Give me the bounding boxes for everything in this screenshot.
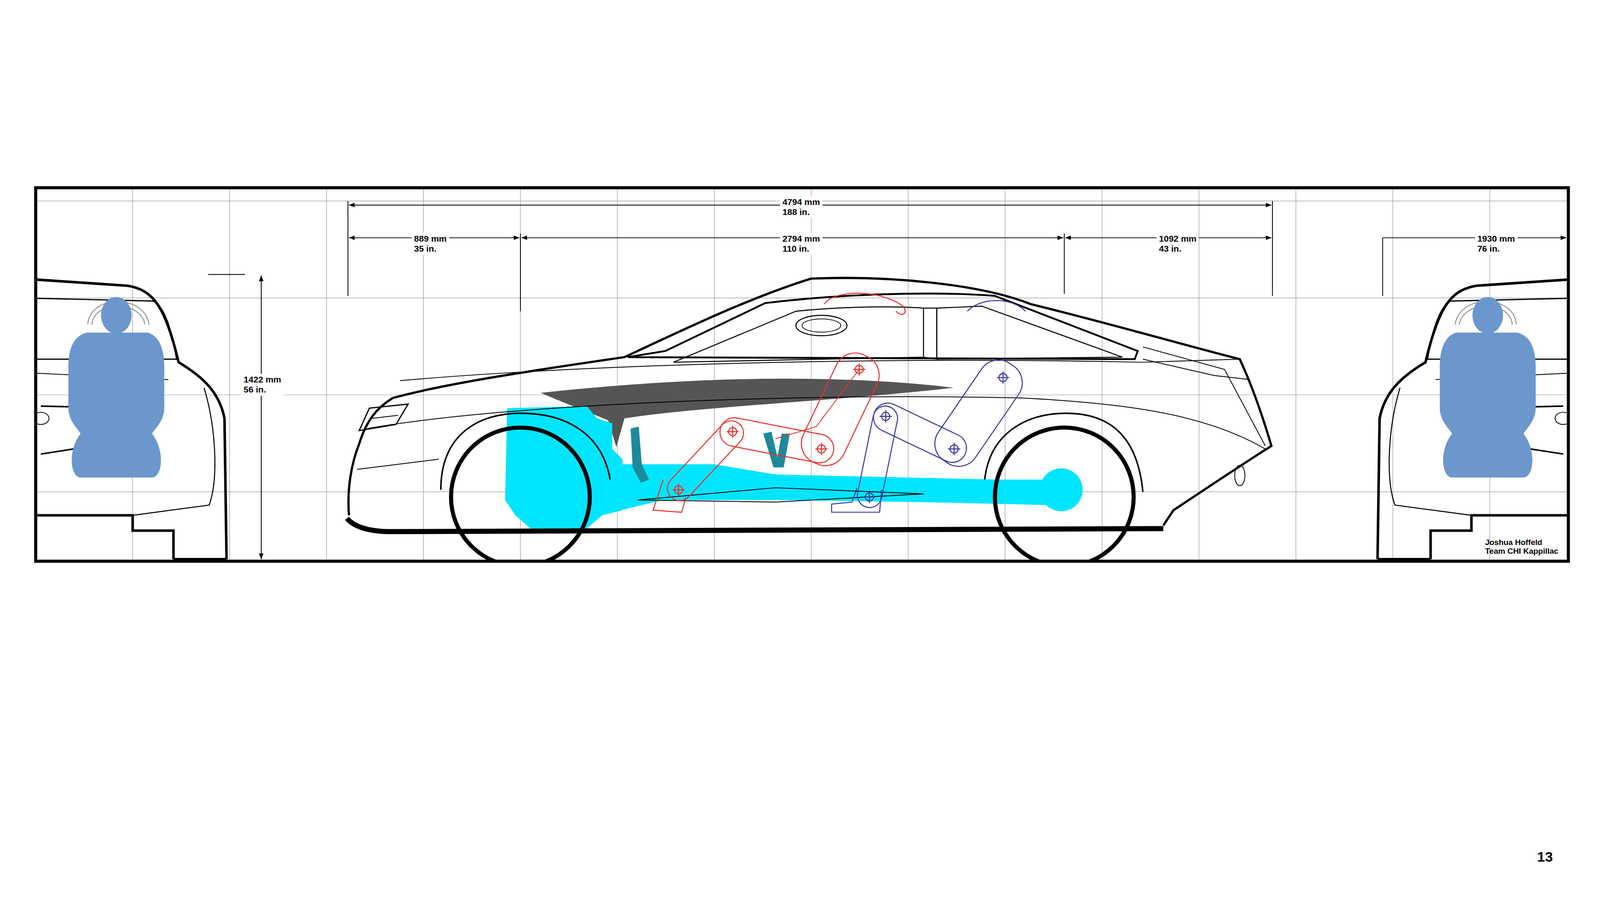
label-text: 76 in. <box>1477 243 1515 254</box>
drawing-stroke <box>1392 188 1393 560</box>
label-text: 1422 mm <box>243 374 282 385</box>
drawing-stroke <box>672 363 866 496</box>
driver-manikin <box>652 293 905 513</box>
rear-view <box>1377 278 1568 560</box>
drawing-stroke <box>505 406 623 529</box>
drawing-stroke <box>260 275 262 560</box>
credit-note: 13 <box>1537 849 1553 866</box>
drawing-stroke <box>775 369 860 440</box>
front-view <box>36 278 227 560</box>
credit-note: Joshua HoffeldTeam CHI Kappillac <box>1485 537 1559 557</box>
drawing-stroke <box>995 427 1134 560</box>
dimension-label: 1930 mm76 in. <box>1475 232 1518 255</box>
drawing-stroke <box>717 415 837 466</box>
drawing-stroke <box>1272 200 1273 296</box>
drawing-stroke <box>794 346 886 473</box>
drawing-stroke <box>923 308 937 360</box>
label-text: 13 <box>1537 849 1553 866</box>
grid <box>36 188 1568 560</box>
drawing-stroke <box>450 427 590 560</box>
label-text: Team CHI Kappillac <box>1485 547 1559 557</box>
dimension-label: 2794 mm110 in. <box>780 232 823 255</box>
label-text: 889 mm <box>414 233 447 244</box>
drawing-area <box>36 188 1568 560</box>
dimension-lines <box>208 200 1567 560</box>
frame <box>35 187 1569 562</box>
drawing-stroke <box>927 352 1031 475</box>
label-text: 1930 mm <box>1477 233 1515 244</box>
label-text: 43 in. <box>1159 243 1197 254</box>
drawing-stroke <box>1142 359 1250 380</box>
drawing-stroke <box>1040 468 1083 512</box>
drawing-stroke <box>520 233 521 312</box>
passenger-manikin <box>831 300 1031 513</box>
dimension-label: 1422 mm56 in. <box>241 373 284 396</box>
drawing-stroke <box>1234 465 1245 486</box>
drawing-stroke <box>36 297 1568 298</box>
drawing-stroke <box>630 426 649 483</box>
dimension-label: 889 mm35 in. <box>411 232 450 255</box>
drawing-stroke <box>967 300 1026 312</box>
drawing-stroke <box>863 371 1010 503</box>
drawing-stroke <box>1142 347 1266 447</box>
label-text: 2794 mm <box>782 233 820 244</box>
drawing-stroke <box>714 188 715 560</box>
drawing-stroke <box>229 188 230 560</box>
drawing-stroke <box>1382 237 1383 297</box>
label-text: 35 in. <box>414 243 447 254</box>
label-text: 188 in. <box>782 207 820 218</box>
drawing-stroke <box>673 307 924 363</box>
drawing-stroke <box>795 315 847 336</box>
drawing-stroke <box>662 415 749 506</box>
drawing-stroke <box>802 318 841 333</box>
drawing-stroke <box>208 274 245 275</box>
drawing-stroke <box>824 293 906 315</box>
drawing-stroke <box>347 518 1164 532</box>
drawing-stroke <box>855 403 900 510</box>
drawing-stroke <box>831 487 882 513</box>
label-text: 110 in. <box>782 243 820 254</box>
label-text: Joshua Hoffeld <box>1485 537 1559 548</box>
label-text: 4794 mm <box>782 197 820 208</box>
drawing-stroke <box>652 479 686 513</box>
drawing-stroke <box>347 200 349 296</box>
drawing-stroke <box>1101 188 1103 560</box>
drawing-stroke <box>936 306 1123 360</box>
drawing-stroke <box>326 188 327 560</box>
drawing-stroke <box>357 415 439 470</box>
label-text: 1092 mm <box>1159 233 1197 244</box>
drawing-stroke <box>367 396 1266 450</box>
dimension-label: 4794 mm188 in. <box>780 196 823 218</box>
drawing-stroke <box>868 398 972 468</box>
label-text: 56 in. <box>243 384 282 395</box>
side-view <box>347 277 1272 560</box>
drawing-stroke <box>400 359 1240 381</box>
drawing-stroke <box>1295 188 1297 560</box>
drawing-stroke <box>1063 233 1065 294</box>
dimension-label: 1092 mm43 in. <box>1156 232 1200 255</box>
drawing-stroke <box>907 188 909 560</box>
drawing-stroke <box>763 431 790 468</box>
